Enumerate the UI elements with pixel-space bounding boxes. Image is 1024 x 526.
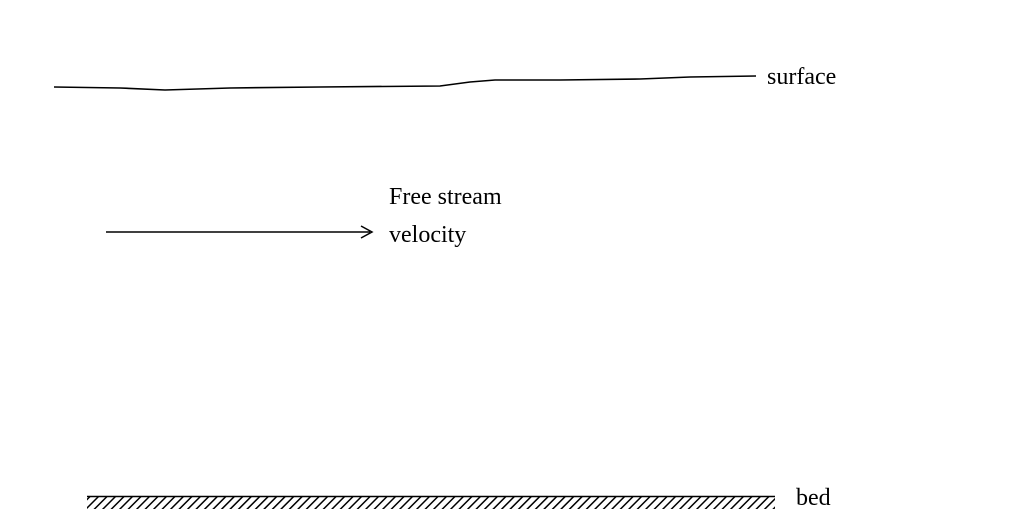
water-surface-line (53, 75, 757, 91)
flow-arrow-head (360, 225, 374, 239)
flow-arrow (106, 225, 374, 239)
velocity-label-line2: velocity (389, 222, 467, 248)
bed-boundary (87, 495, 775, 509)
surface-label: surface (767, 64, 837, 90)
velocity-label-line1: Free stream (389, 184, 502, 210)
bed-label: bed (796, 485, 831, 511)
bed-hatch (87, 496, 775, 509)
